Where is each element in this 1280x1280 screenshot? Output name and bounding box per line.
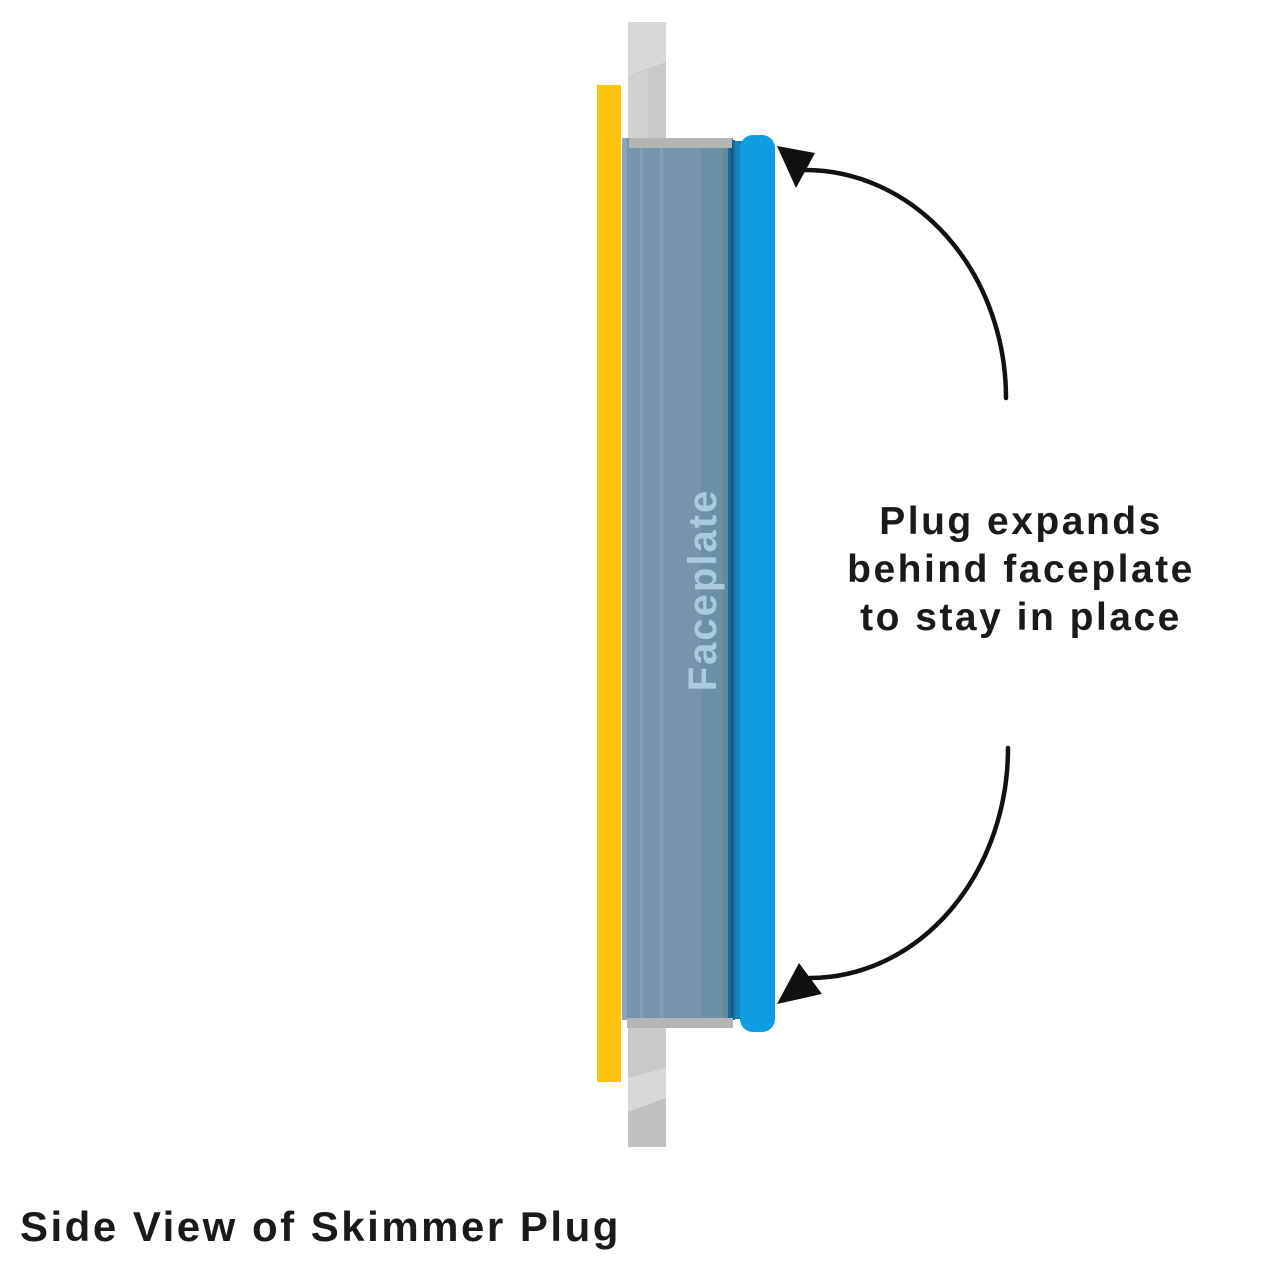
- arrow-top-curve: [802, 167, 1009, 401]
- faceplate-seam-right: [660, 138, 663, 1020]
- pipe-top-shading-mid: [628, 70, 648, 148]
- plug-body: [740, 135, 775, 1032]
- plug-stem-mid-band: [735, 141, 743, 1019]
- pipe-bottom-shading-light: [628, 1068, 666, 1112]
- pipe-bottom-shading-dark: [628, 1098, 666, 1147]
- annotation-line-2: behind faceplate: [847, 548, 1195, 591]
- faceplate-seam-left: [640, 138, 643, 1020]
- diagram-title: Side View of Skimmer Plug: [20, 1203, 621, 1250]
- arrow-top-head: [777, 146, 815, 188]
- faceplate-top-edge: [629, 138, 732, 148]
- plug-stem-dark-line: [731, 140, 733, 1020]
- arrow-bottom-head: [777, 963, 822, 1004]
- annotation-line-1: Plug expands: [879, 500, 1163, 543]
- annotation-line-3: to stay in place: [860, 596, 1182, 639]
- pool-wall-yellow: [597, 85, 621, 1082]
- faceplate-right-shade-dark: [723, 138, 729, 1020]
- faceplate-label: Faceplate: [681, 489, 725, 692]
- faceplate-left-highlight: [622, 138, 627, 1020]
- pipe-top-shading-light: [628, 22, 666, 76]
- arrow-bottom-curve: [807, 745, 1011, 981]
- faceplate-right-shade: [701, 138, 723, 1020]
- faceplate-bottom-edge: [627, 1018, 733, 1028]
